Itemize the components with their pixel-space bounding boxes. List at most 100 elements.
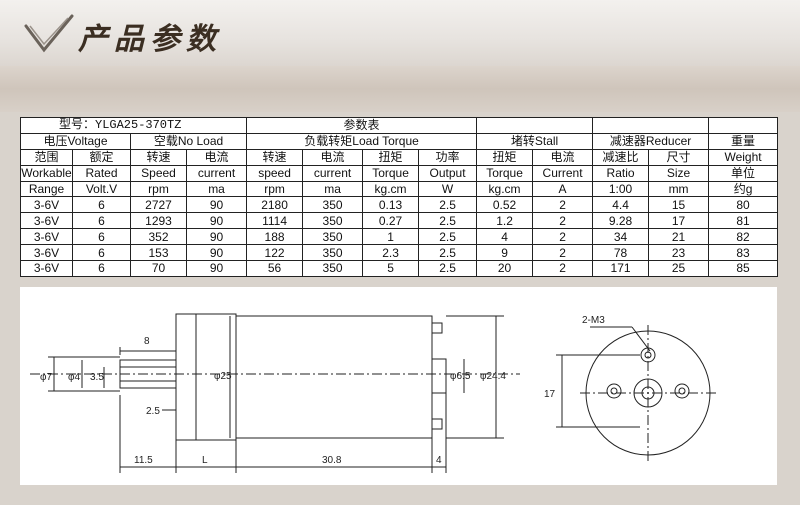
data-cell: 90	[185, 212, 248, 230]
header-cell: W	[418, 180, 478, 198]
dim-phi7: φ7	[40, 372, 52, 383]
header-cell: Current	[532, 164, 594, 182]
dim-2-m3: 2-M3	[582, 315, 605, 326]
dim-phi25: φ25	[214, 371, 232, 382]
data-cell: 2.5	[418, 228, 478, 246]
data-cell: 2.5	[418, 244, 478, 262]
data-cell: 1	[362, 228, 420, 246]
terminal-bottom	[431, 418, 443, 430]
header-cell: Volt.V	[72, 180, 131, 198]
checkmark-icon	[24, 14, 74, 53]
header-cell: ma	[185, 180, 248, 198]
data-cell: 0.27	[362, 212, 420, 230]
header-cell: current	[302, 164, 364, 182]
data-cell: 5	[362, 260, 420, 277]
data-cell: 122	[246, 244, 304, 262]
header-cell: speed	[246, 164, 304, 182]
data-cell: 1293	[130, 212, 187, 230]
header-cell: 转速	[130, 148, 187, 166]
data-cell: 2	[532, 260, 594, 277]
data-cell: 350	[302, 212, 364, 230]
header-cell: 单位	[708, 164, 779, 182]
dim-phi4: φ4	[68, 372, 80, 383]
data-cell: 90	[185, 244, 248, 262]
data-cell: 3-6V	[20, 196, 73, 214]
group-no-load: 空载No Load	[129, 132, 248, 150]
data-cell: 80	[708, 196, 779, 214]
data-cell: 3-6V	[20, 260, 73, 277]
data-cell: 1.2	[476, 212, 534, 230]
data-cell: 2727	[130, 196, 187, 214]
header-cell: Speed	[130, 164, 187, 182]
header-cell: Output	[418, 164, 478, 182]
dim-phi24-4: φ24.4	[480, 371, 506, 382]
data-cell: 90	[185, 228, 248, 246]
data-cell: 350	[302, 260, 364, 277]
data-cell: 2	[532, 228, 594, 246]
dim-17: 17	[544, 389, 556, 400]
dim-30-8: 30.8	[322, 455, 342, 466]
header-cell: Size	[648, 164, 710, 182]
data-cell: 350	[302, 196, 364, 214]
data-cell: 350	[302, 228, 364, 246]
dim-phi6-5: φ6.5	[450, 371, 471, 382]
data-cell: 17	[648, 212, 710, 230]
data-cell: 6	[72, 212, 131, 230]
header-cell: kg.cm	[476, 180, 534, 198]
motor-end-cap	[431, 358, 447, 394]
data-cell: 20	[476, 260, 534, 277]
header-cell: 约g	[708, 180, 779, 198]
table-row: 电压Voltage 空载No Load 负载转矩Load Torque 堵转St…	[20, 132, 779, 150]
header-cell: Torque	[476, 164, 534, 182]
data-cell: 2.3	[362, 244, 420, 262]
data-cell: 4	[476, 228, 534, 246]
header-cell: 电流	[302, 148, 364, 166]
header-cell: 扭矩	[476, 148, 534, 166]
header-cell: Torque	[362, 164, 420, 182]
data-cell: 171	[592, 260, 650, 277]
header-cell: 额定	[72, 148, 131, 166]
dim-11-5: 11.5	[134, 455, 153, 466]
technical-drawing: 8 φ7 φ4 3.5 2.5 φ25 φ6.5 φ24.4 11.5 L 30…	[20, 287, 777, 485]
header-cell: Rated	[72, 164, 131, 182]
data-cell: 4.4	[592, 196, 650, 214]
data-cell: 6	[72, 244, 131, 262]
header-cell: ma	[302, 180, 364, 198]
header-cell: Range	[20, 180, 73, 198]
data-cell: 2	[532, 196, 594, 214]
group-reducer: 减速器Reducer	[592, 132, 710, 150]
data-cell: 153	[130, 244, 187, 262]
dim-3-5: 3.5	[90, 372, 104, 383]
data-cell: 1114	[246, 212, 304, 230]
header-cell: 减速比	[592, 148, 650, 166]
table-row: 型号：YLGA25-370TZ 参数表	[19, 117, 779, 134]
data-cell: 0.13	[362, 196, 420, 214]
data-cell: 2.5	[418, 196, 478, 214]
data-cell: 25	[648, 260, 710, 277]
header-cell: rpm	[130, 180, 187, 198]
header-cell: mm	[648, 180, 710, 198]
data-cell: 3-6V	[20, 244, 73, 262]
data-cell: 6	[72, 228, 131, 246]
dim-8: 8	[144, 336, 150, 347]
dim-4: 4	[436, 455, 442, 466]
data-cell: 2.5	[418, 212, 478, 230]
group-stall: 堵转Stall	[476, 132, 594, 150]
header-cell: kg.cm	[362, 180, 420, 198]
data-cell: 90	[185, 260, 248, 277]
data-cell: 3-6V	[20, 228, 73, 246]
data-cell: 34	[592, 228, 650, 246]
header-cell: Ratio	[592, 164, 650, 182]
data-cell: 23	[648, 244, 710, 262]
terminal-top	[431, 322, 443, 334]
data-cell: 2180	[246, 196, 304, 214]
header-cell: Workable	[20, 164, 73, 182]
data-cell: 0.52	[476, 196, 534, 214]
spec-table-panel: 型号：YLGA25-370TZ 参数表 电压Voltage 空载No Load …	[19, 117, 779, 277]
